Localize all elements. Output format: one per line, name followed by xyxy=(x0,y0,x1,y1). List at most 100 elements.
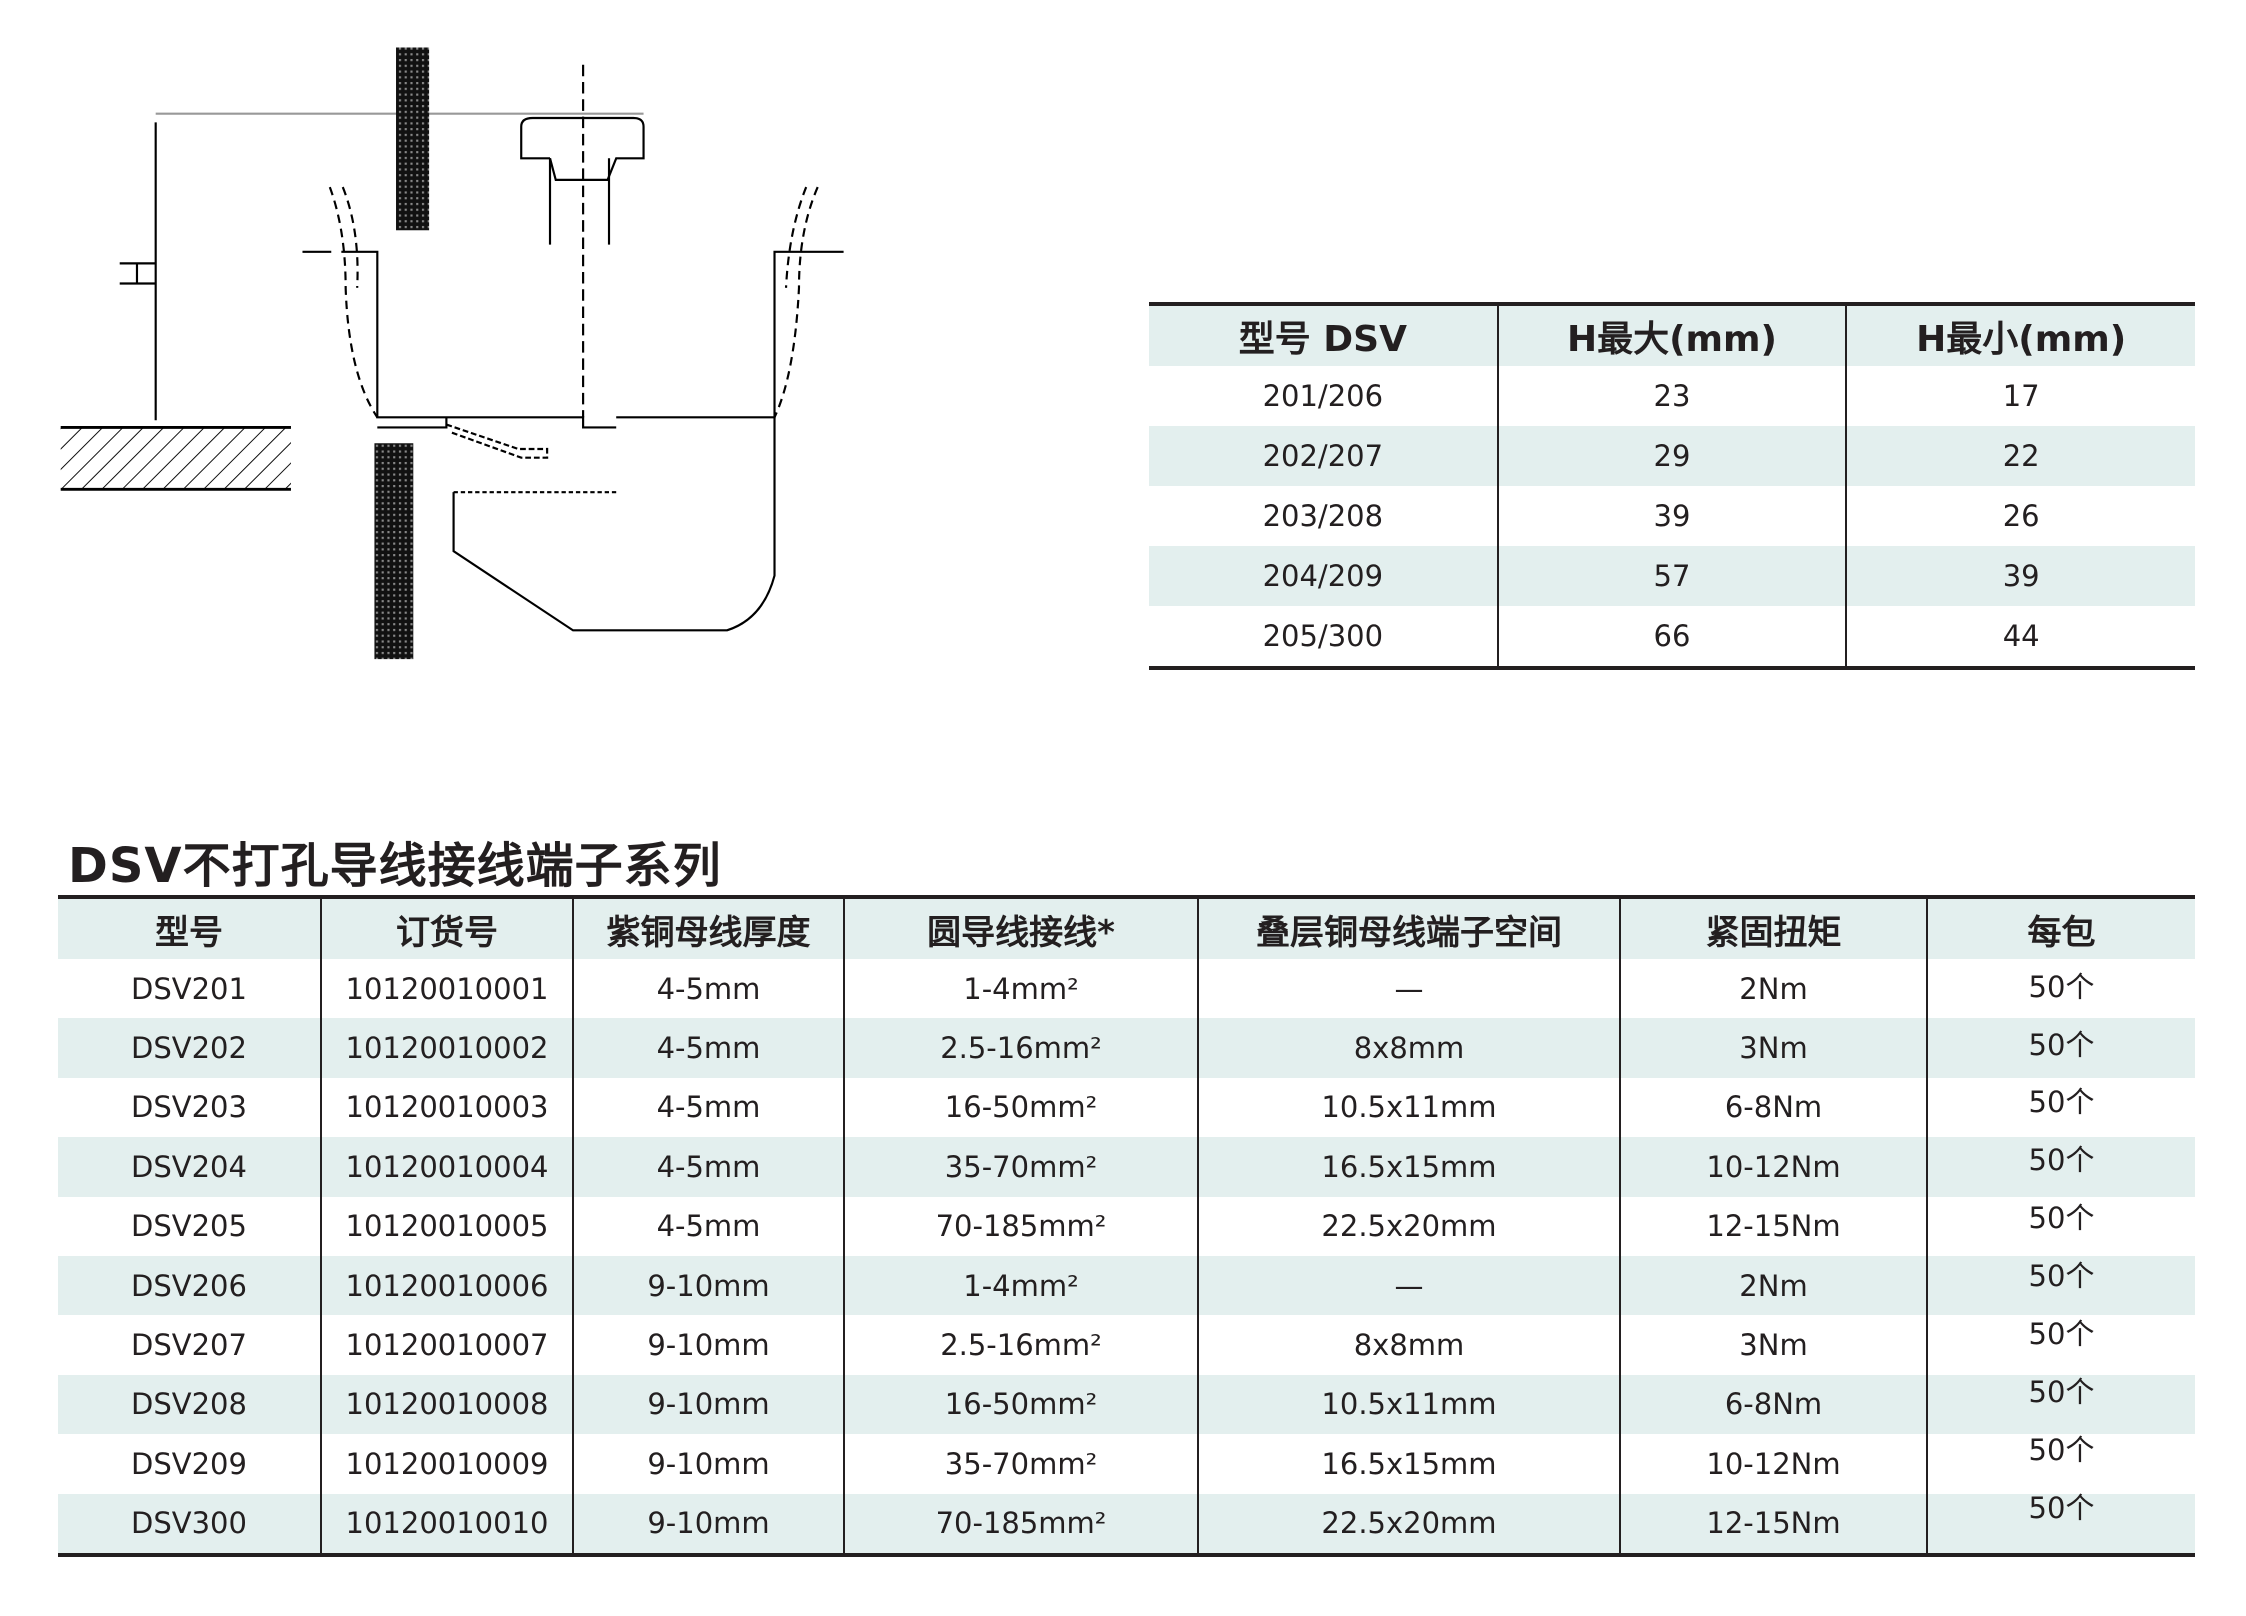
cell-round-conductor: 35-70mm² xyxy=(843,1137,1198,1197)
order-number-value: 10120010010 xyxy=(345,1506,549,1541)
per-pack-value: 50个 xyxy=(2028,1259,2095,1294)
cell-torque: 6-8Nm xyxy=(1619,1374,1927,1435)
model-value: DSV207 xyxy=(131,1328,247,1363)
dimension-h-marker xyxy=(119,262,156,285)
per-pack-value: 50个 xyxy=(2028,1490,2095,1525)
cell-order-number: 10120010008 xyxy=(320,1374,573,1435)
cell-model: DSV205 xyxy=(58,1197,321,1256)
cell-h-max: 29 xyxy=(1496,426,1847,486)
busbar-thickness-value: 9-10mm xyxy=(647,1506,770,1541)
cell-busbar-thickness: 9-10mm xyxy=(572,1315,844,1375)
cell-stacked-busbar-space: 16.5x15mm xyxy=(1197,1434,1620,1494)
header-model: 型号 xyxy=(58,897,321,959)
cell-stacked-busbar-space: 16.5x15mm xyxy=(1197,1137,1620,1197)
round-conductor-value: 16-50mm² xyxy=(944,1090,1098,1125)
stacked-busbar-space-value: 22.5x20mm xyxy=(1321,1209,1497,1244)
cell-per-pack: 50个 xyxy=(1926,1432,2195,1494)
busbar-thickness-value: 4-5mm xyxy=(656,1209,761,1244)
header-round-conductor: 圆导线接线* xyxy=(843,897,1198,959)
cell-h-max: 23 xyxy=(1496,366,1847,426)
cell-h-max: 66 xyxy=(1496,606,1847,668)
cell-round-conductor: 2.5-16mm² xyxy=(843,1315,1198,1375)
clamp-right xyxy=(616,250,844,419)
cell-model: DSV207 xyxy=(58,1315,321,1374)
cell-torque: 3Nm xyxy=(1619,1315,1927,1375)
torque-value: 10-12Nm xyxy=(1706,1149,1841,1184)
ground-hatch xyxy=(60,425,291,491)
cell-torque: 10-12Nm xyxy=(1619,1137,1927,1197)
busbar-top xyxy=(396,47,430,231)
cell-per-pack: 50个 xyxy=(1926,1196,2195,1256)
model-value: DSV300 xyxy=(131,1506,247,1541)
cell-model: DSV208 xyxy=(58,1374,321,1435)
round-conductor-value: 1-4mm² xyxy=(963,1268,1079,1303)
cell-per-pack: 50个 xyxy=(1926,1315,2195,1375)
torque-value: 6-8Nm xyxy=(1724,1387,1823,1422)
cell-stacked-busbar-space: — xyxy=(1197,959,1620,1019)
cell-order-number: 10120010007 xyxy=(320,1315,573,1375)
spec-table: 型号 订货号 紫铜母线厚度 圆导线接线* 叠层铜母线端子空间 紧固扭矩 每包 D… xyxy=(58,895,2195,1557)
busbar-thickness-value: 4-5mm xyxy=(656,1031,761,1066)
cell-model: DSV206 xyxy=(58,1255,321,1316)
cell-h-min: 17 xyxy=(1845,366,2195,426)
model-value: DSV201 xyxy=(131,971,247,1006)
stacked-busbar-space-value: 10.5x11mm xyxy=(1321,1387,1497,1422)
header-stacked-busbar-space: 叠层铜母线端子空间 xyxy=(1197,897,1620,959)
cell-torque: 12-15Nm xyxy=(1619,1493,1927,1555)
cell-order-number: 10120010002 xyxy=(320,1018,573,1078)
bolt-head xyxy=(520,116,645,181)
round-conductor-value: 16-50mm² xyxy=(944,1387,1098,1422)
header-per-pack: 每包 xyxy=(1926,897,2195,959)
per-pack-value: 50个 xyxy=(2028,1432,2095,1467)
round-conductor-value: 70-185mm² xyxy=(935,1209,1107,1244)
cell-round-conductor: 70-185mm² xyxy=(843,1196,1198,1256)
table-row: DSV205 10120010005 4-5mm 70-185mm² 22.5x20mm… xyxy=(58,1196,2195,1256)
cell-busbar-thickness: 9-10mm xyxy=(572,1434,844,1494)
round-conductor-value: 2.5-16mm² xyxy=(940,1031,1102,1066)
cell-stacked-busbar-space: 8x8mm xyxy=(1197,1315,1620,1375)
cell-stacked-busbar-space: 10.5x11mm xyxy=(1197,1374,1620,1435)
cell-torque: 10-12Nm xyxy=(1619,1434,1927,1494)
per-pack-value: 50个 xyxy=(2028,1374,2095,1409)
cell-model: 203/208 xyxy=(1262,499,1384,533)
cell-round-conductor: 70-185mm² xyxy=(843,1493,1198,1555)
stacked-busbar-space-value: 16.5x15mm xyxy=(1321,1446,1497,1481)
cell-stacked-busbar-space: 8x8mm xyxy=(1197,1018,1620,1078)
cell-busbar-thickness: 4-5mm xyxy=(572,959,844,1019)
model-value: DSV202 xyxy=(131,1031,247,1066)
per-pack-value: 50个 xyxy=(2028,1201,2095,1236)
cell-busbar-thickness: 4-5mm xyxy=(572,1137,844,1197)
cell-busbar-thickness: 9-10mm xyxy=(572,1374,844,1435)
cell-busbar-thickness: 4-5mm xyxy=(572,1077,844,1138)
header-order-number: 订货号 xyxy=(320,897,573,959)
cell-per-pack: 50个 xyxy=(1926,1137,2195,1197)
model-value: DSV208 xyxy=(131,1387,247,1422)
order-number-value: 10120010005 xyxy=(345,1209,549,1244)
model-value: DSV203 xyxy=(131,1090,247,1125)
header-model: 型号 DSV xyxy=(1149,304,1498,366)
cell-round-conductor: 16-50mm² xyxy=(843,1374,1198,1435)
header-h-max: H最大(mm) xyxy=(1496,304,1847,366)
cell-round-conductor: 2.5-16mm² xyxy=(843,1018,1198,1078)
busbar-thickness-value: 4-5mm xyxy=(656,971,761,1006)
cell-order-number: 10120010010 xyxy=(320,1493,573,1555)
cell-stacked-busbar-space: 22.5x20mm xyxy=(1197,1196,1620,1256)
cell-model: DSV204 xyxy=(58,1137,321,1197)
cell-h-min: 22 xyxy=(1845,426,2195,486)
order-number-value: 10120010007 xyxy=(345,1328,549,1363)
lower-body xyxy=(452,417,776,632)
per-pack-value: 50个 xyxy=(2028,1027,2095,1062)
order-number-value: 10120010003 xyxy=(345,1090,549,1125)
cell-busbar-thickness: 4-5mm xyxy=(572,1018,844,1078)
cell-order-number: 10120010004 xyxy=(320,1137,573,1197)
stacked-busbar-space-value: 22.5x20mm xyxy=(1321,1506,1497,1541)
cell-model: 204/209 xyxy=(1149,546,1498,606)
per-pack-value: 50个 xyxy=(2028,1085,2095,1120)
